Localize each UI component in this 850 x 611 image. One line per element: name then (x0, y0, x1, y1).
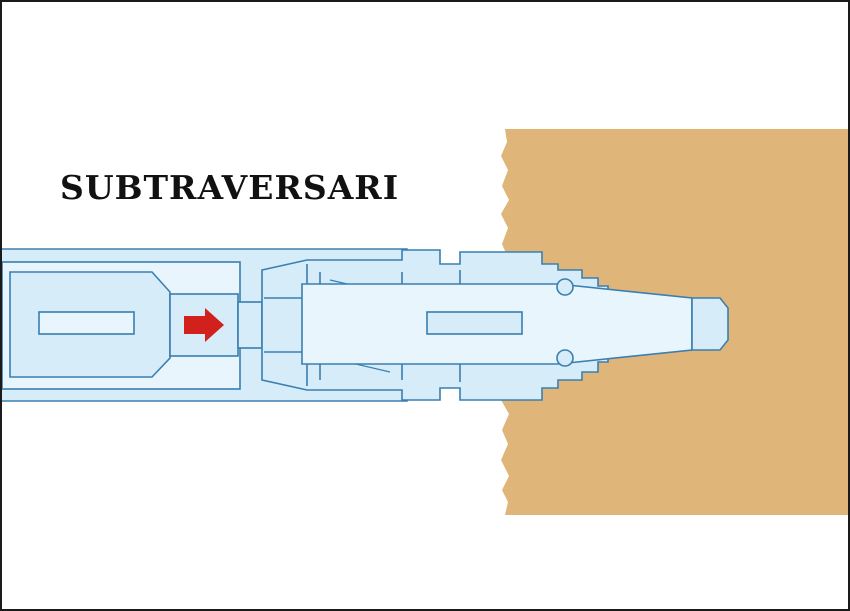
piston (9, 271, 263, 378)
direction-arrow (184, 308, 224, 342)
diagram-title: SUBTRAVERSARI (60, 168, 400, 207)
conical-head (301, 278, 693, 367)
tip (691, 297, 729, 351)
